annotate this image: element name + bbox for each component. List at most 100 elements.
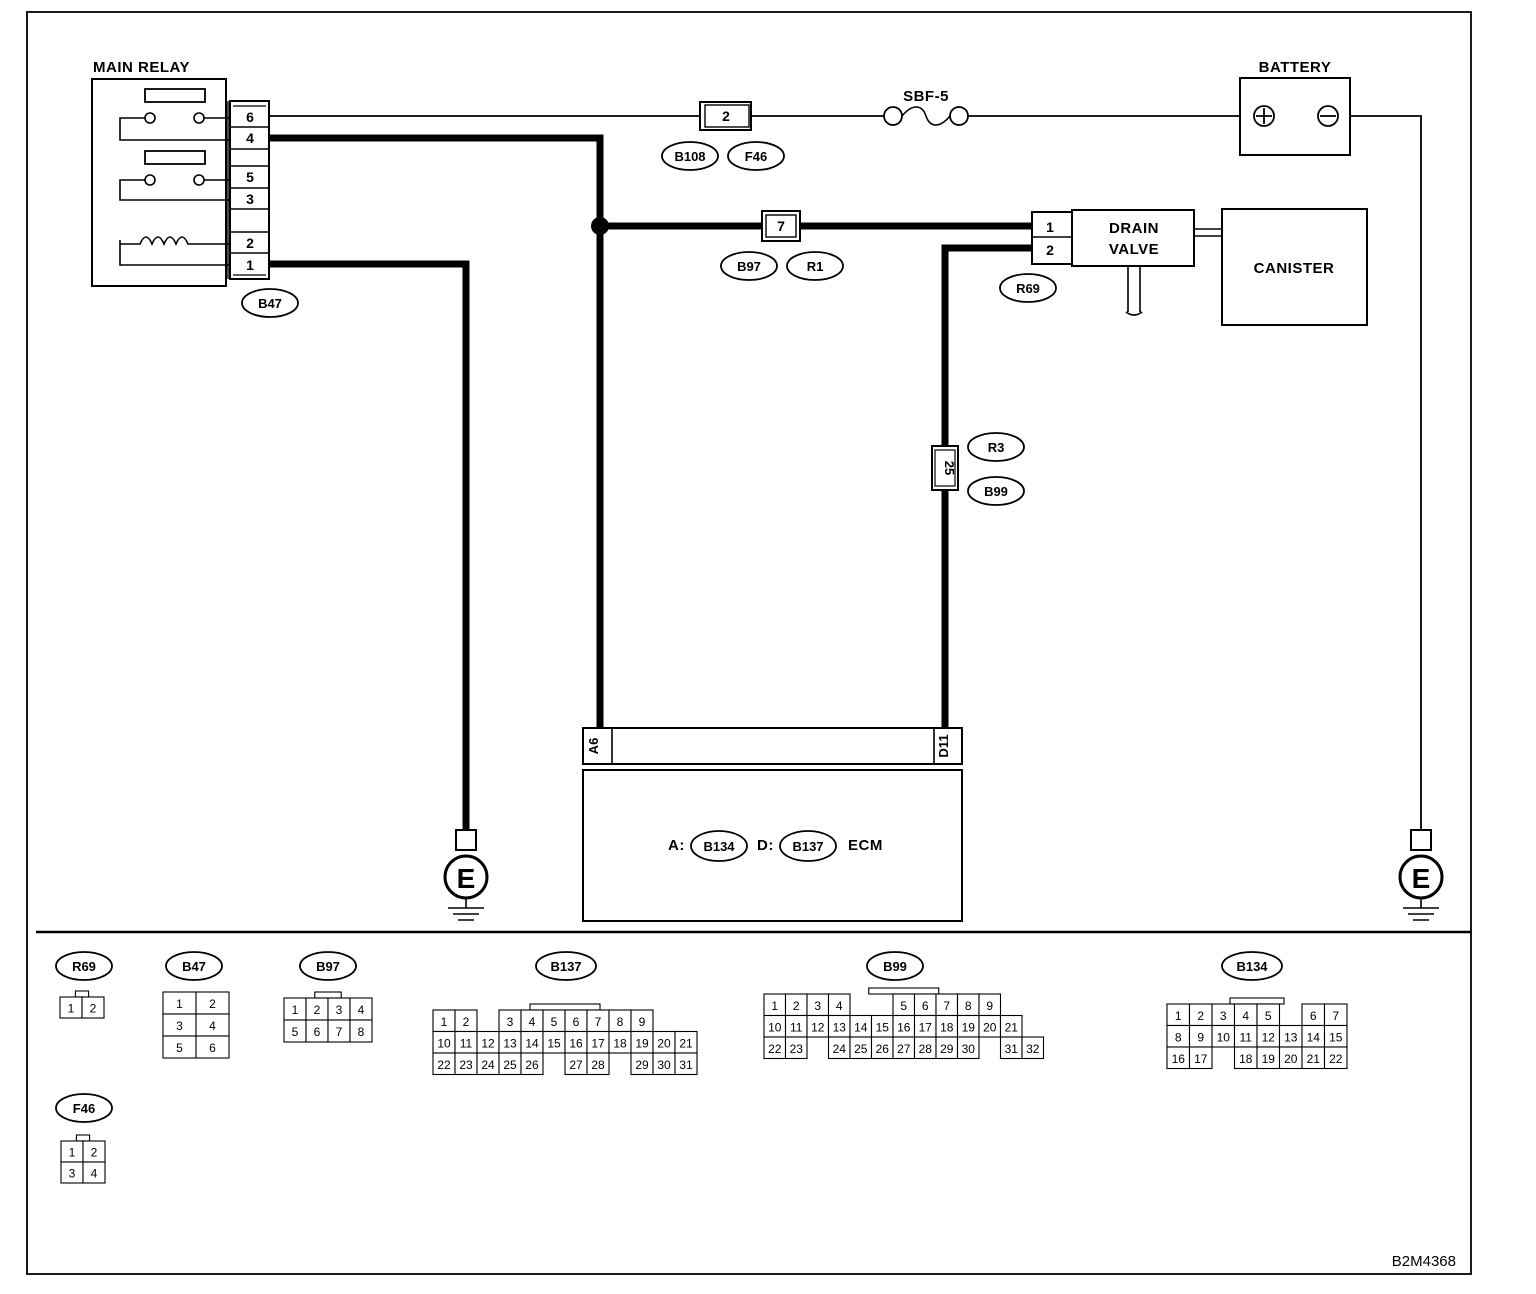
b108-f46-connector: 2 B108 F46 <box>661 101 785 171</box>
pin-number: 16 <box>1172 1052 1186 1066</box>
pin-number: 5 <box>900 999 907 1013</box>
pin-number: 9 <box>639 1015 646 1029</box>
pin-number: 13 <box>503 1036 517 1050</box>
pin-number: 2 <box>314 1003 321 1017</box>
pin-number: 15 <box>547 1036 561 1050</box>
pin-number: 5 <box>1265 1009 1272 1023</box>
pin-number: 4 <box>358 1003 365 1017</box>
pin-cell <box>586 1052 610 1076</box>
pin-number: 10 <box>437 1036 451 1050</box>
pin-number: 2 <box>793 999 800 1013</box>
pin-number: 30 <box>962 1042 976 1056</box>
pin-number: 1 <box>69 1146 76 1160</box>
pin-number: 14 <box>1307 1030 1321 1044</box>
ground-left: E <box>443 829 489 921</box>
legend-b134-title: B134 <box>1236 959 1268 974</box>
connector-lock-tab <box>74 990 90 998</box>
pin-number: 8 <box>1175 1030 1182 1044</box>
pin-number: 31 <box>679 1058 693 1072</box>
b97-label: B97 <box>737 259 761 274</box>
pin-number: 20 <box>657 1036 671 1050</box>
pin-number: 7 <box>595 1015 602 1029</box>
legend-b97-title: B97 <box>316 959 340 974</box>
ecm-pin-a6: A6 <box>586 738 601 755</box>
legend-b137-title: B137 <box>550 959 581 974</box>
pin-number: 4 <box>1242 1009 1249 1023</box>
pin-number: 13 <box>1284 1030 1298 1044</box>
pin-number: 11 <box>1240 1030 1253 1044</box>
b134-label: B134 <box>703 839 735 854</box>
relay-pin-4: 4 <box>246 130 254 146</box>
ecm-a-prefix: A: <box>668 837 685 854</box>
b97-r1-connector: 7 B97 R1 <box>720 210 844 281</box>
b108-f46-pin: 2 <box>722 108 730 124</box>
b47-tag: B47 <box>241 288 299 318</box>
pin-number: 6 <box>573 1015 580 1029</box>
diagram-frame <box>26 11 1472 1275</box>
pin-number: 18 <box>613 1036 627 1050</box>
pin-number: 15 <box>876 1020 890 1034</box>
relay-pin-2: 2 <box>246 235 254 251</box>
pin-number: 24 <box>833 1042 847 1056</box>
pin-number: 19 <box>635 1036 649 1050</box>
pin-cell <box>195 1035 230 1059</box>
pin-number: 12 <box>811 1020 825 1034</box>
pin-number: 5 <box>176 1041 183 1055</box>
pin-number: 21 <box>1307 1052 1321 1066</box>
pin-number: 20 <box>1284 1052 1298 1066</box>
ground-right: E <box>1398 829 1444 921</box>
pin-cell <box>784 1036 808 1060</box>
pin-number: 29 <box>635 1058 649 1072</box>
drain-pin-2: 2 <box>1046 242 1054 258</box>
drain-valve-label-2: VALVE <box>1109 241 1159 258</box>
b137-label: B137 <box>792 839 823 854</box>
pin-number: 4 <box>836 999 843 1013</box>
fuse-label: SBF-5 <box>903 88 949 105</box>
pin-number: 2 <box>1197 1009 1204 1023</box>
pin-number: 7 <box>943 999 950 1013</box>
pin-number: 9 <box>986 999 993 1013</box>
main-relay-label: MAIN RELAY <box>93 59 190 76</box>
pin-number: 22 <box>437 1058 451 1072</box>
relay-pin-1: 1 <box>246 257 254 273</box>
legend-r69-title: R69 <box>72 959 96 974</box>
pin-number: 19 <box>1262 1052 1276 1066</box>
r3-label: R3 <box>988 440 1005 455</box>
legend-b47-title: B47 <box>182 959 206 974</box>
battery-label: BATTERY <box>1259 59 1332 76</box>
pin-number: 8 <box>965 999 972 1013</box>
relay-pin-3: 3 <box>246 191 254 207</box>
pin-number: 30 <box>657 1058 671 1072</box>
pin-number: 22 <box>768 1042 782 1056</box>
connector-lock-tab <box>75 1134 91 1142</box>
pin-cell <box>674 1052 698 1076</box>
pin-number: 20 <box>983 1020 997 1034</box>
pin-number: 2 <box>91 1146 98 1160</box>
connector-lock-tab <box>314 991 342 999</box>
pin-number: 11 <box>460 1036 473 1050</box>
pin-number: 10 <box>1217 1030 1231 1044</box>
pin-cell <box>1323 1046 1348 1070</box>
ground-left-label: E <box>457 863 476 894</box>
pin-number: 12 <box>481 1036 495 1050</box>
wire-relay1-ground <box>269 260 470 830</box>
pin-number: 6 <box>1310 1009 1317 1023</box>
r3-b99-connector: 25 R3 B99 <box>931 432 1025 506</box>
pin-number: 21 <box>679 1036 693 1050</box>
pin-number: 5 <box>551 1015 558 1029</box>
legend-b99-title: B99 <box>883 959 907 974</box>
fuse-sbf5: SBF-5 <box>883 88 969 126</box>
pin-number: 5 <box>292 1025 299 1039</box>
pin-number: 23 <box>459 1058 473 1072</box>
drain-valve: 1 2 DRAIN VALVE R69 <box>999 209 1222 316</box>
pin-number: 27 <box>569 1058 583 1072</box>
